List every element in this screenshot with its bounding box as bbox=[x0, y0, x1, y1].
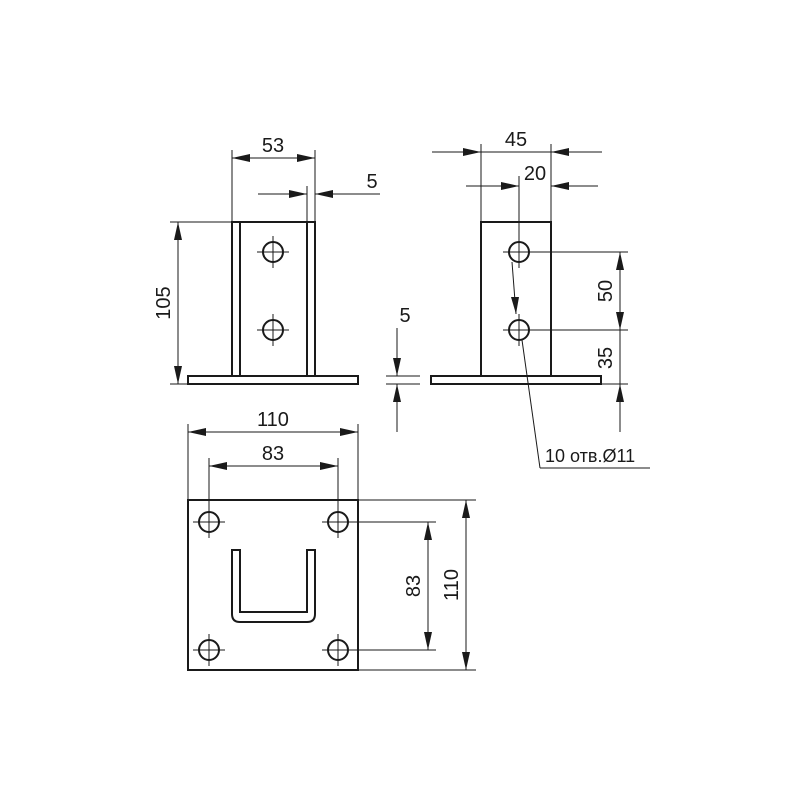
plate-thickness-label: 5 bbox=[399, 305, 410, 327]
front-thickness-dimension: 5 bbox=[258, 171, 380, 222]
top-hole-spacing-x-dimension: 83 bbox=[208, 443, 339, 506]
top-width-dimension: 110 bbox=[187, 409, 359, 500]
top-hole-spacing-y-dimension: 83 bbox=[354, 521, 436, 651]
top-hole-bottom-right bbox=[322, 634, 354, 666]
front-base-plate bbox=[187, 375, 359, 385]
top-height-dimension: 110 bbox=[358, 499, 476, 671]
top-hole-spacing-x-label: 83 bbox=[262, 443, 284, 465]
side-hole-offset-dimension: 20 bbox=[466, 163, 598, 236]
top-base-plate bbox=[187, 499, 359, 671]
plate-thickness-dimension: 5 bbox=[386, 305, 420, 432]
front-hole-lower bbox=[257, 314, 289, 346]
top-width-label: 110 bbox=[257, 409, 289, 431]
top-hole-top-left bbox=[193, 506, 225, 538]
side-hole-lower bbox=[503, 314, 535, 346]
holes-note: 10 отв.Ø11 bbox=[545, 446, 635, 466]
front-width-label: 53 bbox=[262, 135, 284, 157]
front-height-dimension: 105 bbox=[153, 221, 232, 385]
front-hole-upper bbox=[257, 236, 289, 268]
top-view: 110 83 83 110 bbox=[187, 409, 476, 671]
side-hole-spacing-label: 50 bbox=[595, 280, 617, 302]
side-hole-offset-label: 20 bbox=[524, 163, 546, 185]
side-view: 45 20 50 35 bbox=[430, 129, 650, 469]
side-base-plate bbox=[430, 375, 602, 385]
front-height-label: 105 bbox=[153, 286, 175, 319]
top-u-profile bbox=[231, 549, 316, 623]
top-hole-spacing-y-label: 83 bbox=[403, 575, 425, 597]
top-hole-top-right bbox=[322, 506, 354, 538]
top-height-label: 110 bbox=[441, 569, 463, 601]
front-view: 53 5 105 bbox=[153, 135, 380, 385]
side-vertical-dimensions: 50 35 bbox=[535, 251, 628, 432]
side-width-dimension: 45 bbox=[432, 129, 602, 222]
side-hole-upper bbox=[503, 236, 535, 268]
top-hole-bottom-left bbox=[193, 634, 225, 666]
side-width-label: 45 bbox=[505, 129, 527, 151]
side-hole-height-label: 35 bbox=[595, 347, 617, 369]
front-width-dimension: 53 bbox=[231, 135, 316, 222]
holes-leader: 10 отв.Ø11 bbox=[511, 261, 650, 469]
front-thickness-label: 5 bbox=[366, 171, 377, 193]
